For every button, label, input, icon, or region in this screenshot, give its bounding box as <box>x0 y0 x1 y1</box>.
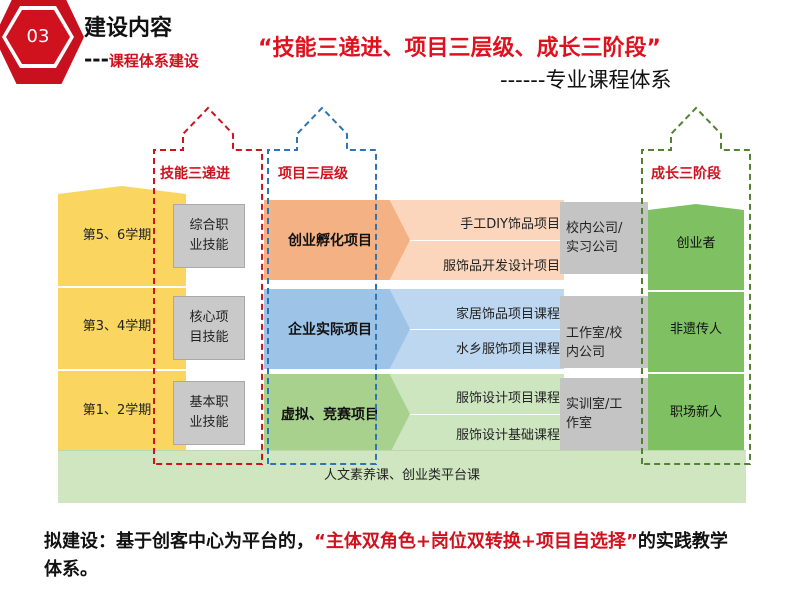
growth-divider <box>648 290 744 292</box>
project-level-chevron: 虚拟、竞赛项目 <box>264 374 410 454</box>
footer-statement: 拟建设：基于创客中心为平台的，“主体双角色+岗位双转换+项目自选择”的实践教学体… <box>44 528 744 584</box>
growth-label: 成长三阶段 <box>651 166 721 182</box>
semester-divider <box>58 369 186 371</box>
place-line: 内公司 <box>566 345 606 360</box>
place-box: 工作室/校内公司 <box>560 296 648 368</box>
ability-line: 基本职 <box>189 395 229 410</box>
ability-line: 综合职 <box>189 218 229 233</box>
course-label: 手工DIY饰品项目 <box>460 217 560 232</box>
footer-prefix: 拟建设：基于创客中心为平台的， <box>44 531 314 552</box>
growth-divider <box>648 372 744 374</box>
ability-box: 基本职业技能 <box>173 381 245 445</box>
course-divider <box>384 329 564 330</box>
course-divider <box>384 240 564 241</box>
section-subtitle-text: 课程体系建设 <box>108 52 199 70</box>
footer-suffix: 的实践教学体系。 <box>44 531 728 580</box>
course-divider <box>384 414 564 415</box>
headline-sub: ------专业课程体系 <box>500 68 672 92</box>
role-label: 职场新人 <box>669 405 722 420</box>
course-label: 家居饰品项目课程 <box>455 307 560 322</box>
ability-line: 业技能 <box>189 415 229 430</box>
headline-main: “技能三递进、项目三层级、成长三阶段” <box>258 36 661 61</box>
footer-highlight: “主体双角色+岗位双转换+项目自选择” <box>314 531 638 552</box>
course-label: 服饰设计基础课程 <box>455 428 560 443</box>
course-label: 服饰设计项目课程 <box>455 391 560 406</box>
section-subtitle-dashes: --- <box>84 47 109 71</box>
ability-line: 业技能 <box>189 238 229 253</box>
place-line: 工作室/校 <box>566 326 623 341</box>
section-title: 建设内容 <box>84 16 173 41</box>
course-label: 水乡服饰项目课程 <box>455 342 560 357</box>
platform-label: 人文素养课、创业类平台课 <box>323 468 480 483</box>
place-line: 实习公司 <box>566 240 619 255</box>
place-box: 校内公司/实习公司 <box>560 202 648 274</box>
semester-divider <box>58 286 186 288</box>
skills-label: 技能三递进 <box>160 166 230 182</box>
semester-label: 第1、2学期 <box>82 403 152 418</box>
role-label: 创业者 <box>676 236 716 251</box>
place-line: 作室 <box>566 416 593 431</box>
project-level-chevron: 创业孵化项目 <box>264 200 410 280</box>
semester-label: 第3、4学期 <box>82 319 152 334</box>
place-box: 实训室/工作室 <box>560 378 648 450</box>
projects-label: 项目三层级 <box>278 166 348 182</box>
project-level-chevron: 企业实际项目 <box>264 289 410 369</box>
place-line: 实训室/工 <box>566 397 623 412</box>
ability-line: 核心项 <box>189 310 229 325</box>
ability-line: 目技能 <box>189 330 229 345</box>
course-label: 服饰品开发设计项目 <box>442 259 560 274</box>
section-subtitle: ---课程体系建设 <box>84 47 199 71</box>
place-line: 校内公司/ <box>566 221 623 236</box>
semester-label: 第5、6学期 <box>82 228 152 243</box>
role-label: 非遗传人 <box>669 322 722 337</box>
ability-box: 综合职业技能 <box>173 204 245 268</box>
ability-box: 核心项目技能 <box>173 296 245 360</box>
